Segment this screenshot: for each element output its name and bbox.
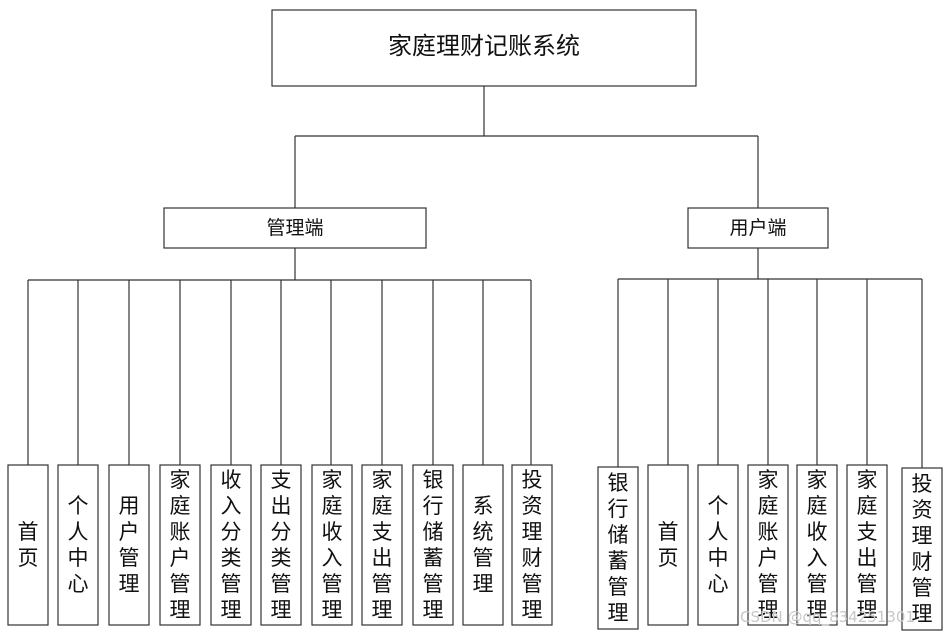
leaf-label: 个人中心 (68, 494, 89, 596)
branch-user-label: 用户端 (729, 217, 786, 239)
leaf-node-admin-0: 首页 (7, 464, 49, 626)
leaf-node-admin-6: 家庭收入管理 (311, 464, 353, 626)
leaf-label: 家庭收入管理 (807, 468, 828, 622)
leaf-label: 支出分类管理 (271, 468, 292, 622)
branch-user: 用户端 (687, 207, 829, 249)
leaf-node-admin-9: 系统管理 (462, 464, 504, 626)
leaf-label: 家庭账户管理 (758, 468, 779, 622)
leaf-node-user-2: 个人中心 (697, 464, 739, 626)
leaf-node-admin-1: 个人中心 (57, 464, 99, 626)
leaf-label: 用户管理 (119, 494, 140, 596)
root-label: 家庭理财记账系统 (388, 32, 580, 60)
leaf-label: 首页 (18, 520, 39, 570)
leaf-node-admin-2: 用户管理 (108, 464, 150, 626)
leaf-label: 收入分类管理 (221, 468, 242, 622)
leaf-node-user-4: 家庭收入管理 (796, 464, 838, 626)
leaf-label: 银行储蓄管理 (608, 471, 629, 625)
leaf-node-user-0: 银行储蓄管理 (597, 466, 639, 630)
leaf-label: 家庭支出管理 (372, 468, 393, 622)
branch-admin: 管理端 (163, 207, 427, 249)
leaf-node-admin-3: 家庭账户管理 (159, 464, 201, 626)
leaf-node-admin-8: 银行储蓄管理 (412, 464, 454, 626)
branch-admin-label: 管理端 (266, 217, 323, 239)
leaf-node-user-5: 家庭支出管理 (846, 464, 888, 626)
leaf-nodes: 首页 个人中心 用户管理 家庭账户管理 收入分类管理 支出分类管理 家庭收入管理 家庭支出管理… (7, 464, 943, 631)
leaf-node-user-6: 投资理财管理 (901, 467, 943, 631)
leaf-label: 银行储蓄管理 (423, 468, 444, 622)
leaf-label: 家庭收入管理 (322, 468, 343, 622)
connector-lines (27, 86, 923, 468)
leaf-label: 个人中心 (708, 494, 729, 596)
leaf-label: 首页 (658, 520, 679, 570)
leaf-node-user-3: 家庭账户管理 (747, 464, 789, 626)
watermark: CSDN @qq_834251301 (740, 608, 915, 627)
leaf-node-admin-5: 支出分类管理 (260, 464, 302, 626)
leaf-label: 家庭账户管理 (170, 468, 191, 622)
leaf-node-user-1: 首页 (647, 464, 689, 626)
leaf-label: 系统管理 (473, 494, 494, 596)
leaf-label: 家庭支出管理 (857, 468, 878, 622)
leaf-label: 投资理财管理 (522, 468, 543, 622)
leaf-node-admin-7: 家庭支出管理 (361, 464, 403, 626)
leaf-node-admin-10: 投资理财管理 (511, 464, 553, 626)
root-node: 家庭理财记账系统 (271, 9, 697, 87)
leaf-label: 投资理财管理 (912, 472, 933, 626)
leaf-node-admin-4: 收入分类管理 (210, 464, 252, 626)
